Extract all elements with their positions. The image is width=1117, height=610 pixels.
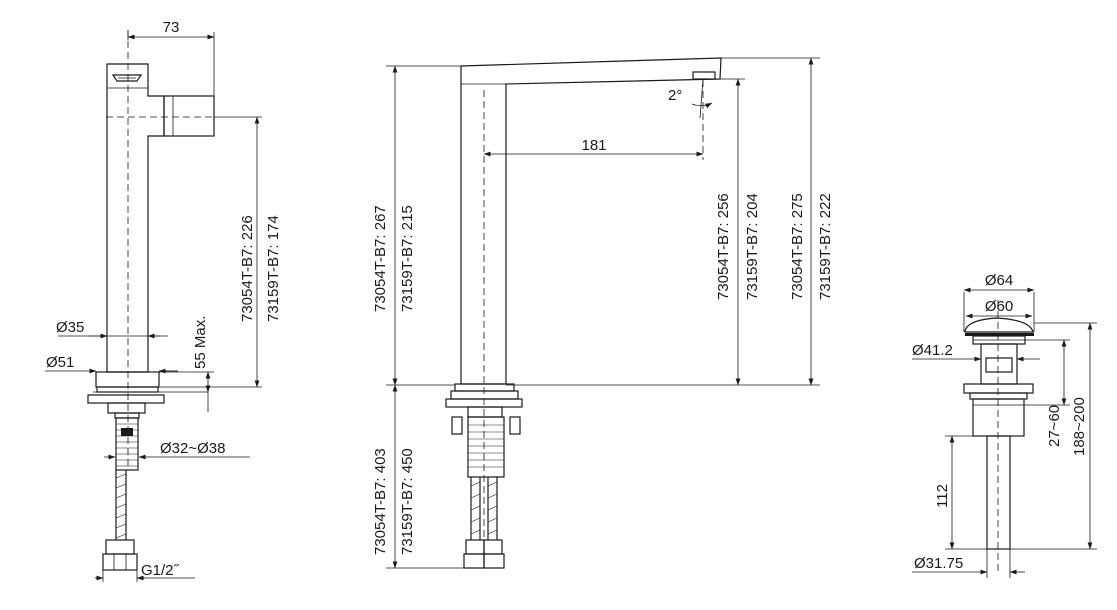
dim-body-dia: Ø41.2 [912, 342, 1040, 362]
dim-reach-label: 181 [581, 137, 606, 154]
dim-tail-label: Ø31.75 [914, 555, 963, 572]
body-height-label-b: 73159T-B7: 215 [399, 205, 416, 312]
dim-body-label: Ø41.2 [912, 342, 953, 359]
dim-counter-max-label: 55 Max. [192, 316, 209, 369]
dim-body-height: 73054T-B7: 267 73159T-B7: 215 [372, 65, 461, 386]
dim-body-dia-label: Ø35 [56, 319, 84, 336]
view-tall-mixer: 181 2° 73054T-B7: 267 73159T-B7: 215 730… [372, 57, 834, 569]
tall-mixer-mount [445, 398, 523, 569]
height-label-a: 73054T-B7: 226 [239, 215, 256, 322]
dim-tail-length-label: 112 [934, 484, 951, 508]
hose-length-label-a: 73054T-B7: 403 [372, 448, 389, 555]
dim-angle-label: 2° [668, 87, 682, 104]
dim-hose-length: 73054T-B7: 403 73159T-B7: 450 [372, 384, 464, 569]
dim-base-dia-label: Ø51 [46, 354, 74, 371]
outlet-height-label-a: 73054T-B7: 256 [715, 193, 732, 300]
body-height-label-a: 73054T-B7: 267 [372, 205, 389, 312]
view-pop-up-waste: Ø64 Ø60 Ø41.2 112 Ø31.75 [912, 272, 1097, 578]
dim-reach: 181 [483, 137, 704, 157]
dim-thread-label: G1/2˝ [141, 562, 180, 579]
dim-body-dia: Ø35 [56, 319, 168, 339]
dim-hole-dia-label: Ø32~Ø38 [160, 440, 225, 457]
total-height-label-a: 73054T-B7: 275 [789, 193, 806, 300]
dim-width-label: 73 [163, 19, 180, 36]
view-side-mixer: 73 Ø35 Ø51 Ø32~Ø38 [45, 19, 282, 582]
dim-hole-dia: Ø32~Ø38 [104, 440, 250, 460]
dim-width-73: 73 [127, 19, 215, 96]
mixer-body [106, 30, 215, 470]
dim-outlet-height: 73054T-B7: 256 73159T-B7: 204 [506, 78, 820, 386]
outlet-height-label-b: 73159T-B7: 204 [744, 193, 761, 300]
dim-total: 188~200 [1010, 322, 1097, 550]
dim-counter-max: 55 Max. [159, 316, 214, 412]
dim-total-height: 73054T-B7: 275 73159T-B7: 222 [721, 57, 834, 386]
mixer-base [87, 371, 208, 571]
dim-adjust-label: 27~60 [1046, 405, 1063, 447]
dim-cap-outer-label: Ø64 [985, 272, 1013, 289]
dim-cap-inner: Ø60 [965, 298, 1033, 319]
dim-thread: G1/2˝ [95, 562, 195, 582]
dim-adjust: 27~60 [1024, 339, 1070, 447]
dim-cap-inner-label: Ø60 [985, 298, 1013, 315]
dim-angle: 2° [668, 78, 713, 119]
dim-base-dia: Ø51 [45, 354, 178, 374]
dim-tail-dia: Ø31.75 [912, 549, 1025, 578]
waste-body [963, 300, 1034, 575]
hose-length-label-b: 73159T-B7: 450 [399, 448, 416, 555]
dim-height-1: 73054T-B7: 226 73159T-B7: 174 [160, 116, 282, 388]
dim-cap-outer: Ø64 [963, 272, 1035, 332]
total-height-label-b: 73159T-B7: 222 [817, 193, 834, 300]
height-label-b: 73159T-B7: 174 [265, 215, 282, 322]
dim-tail-length: 112 [934, 435, 987, 550]
dim-total-label: 188~200 [1071, 397, 1088, 456]
